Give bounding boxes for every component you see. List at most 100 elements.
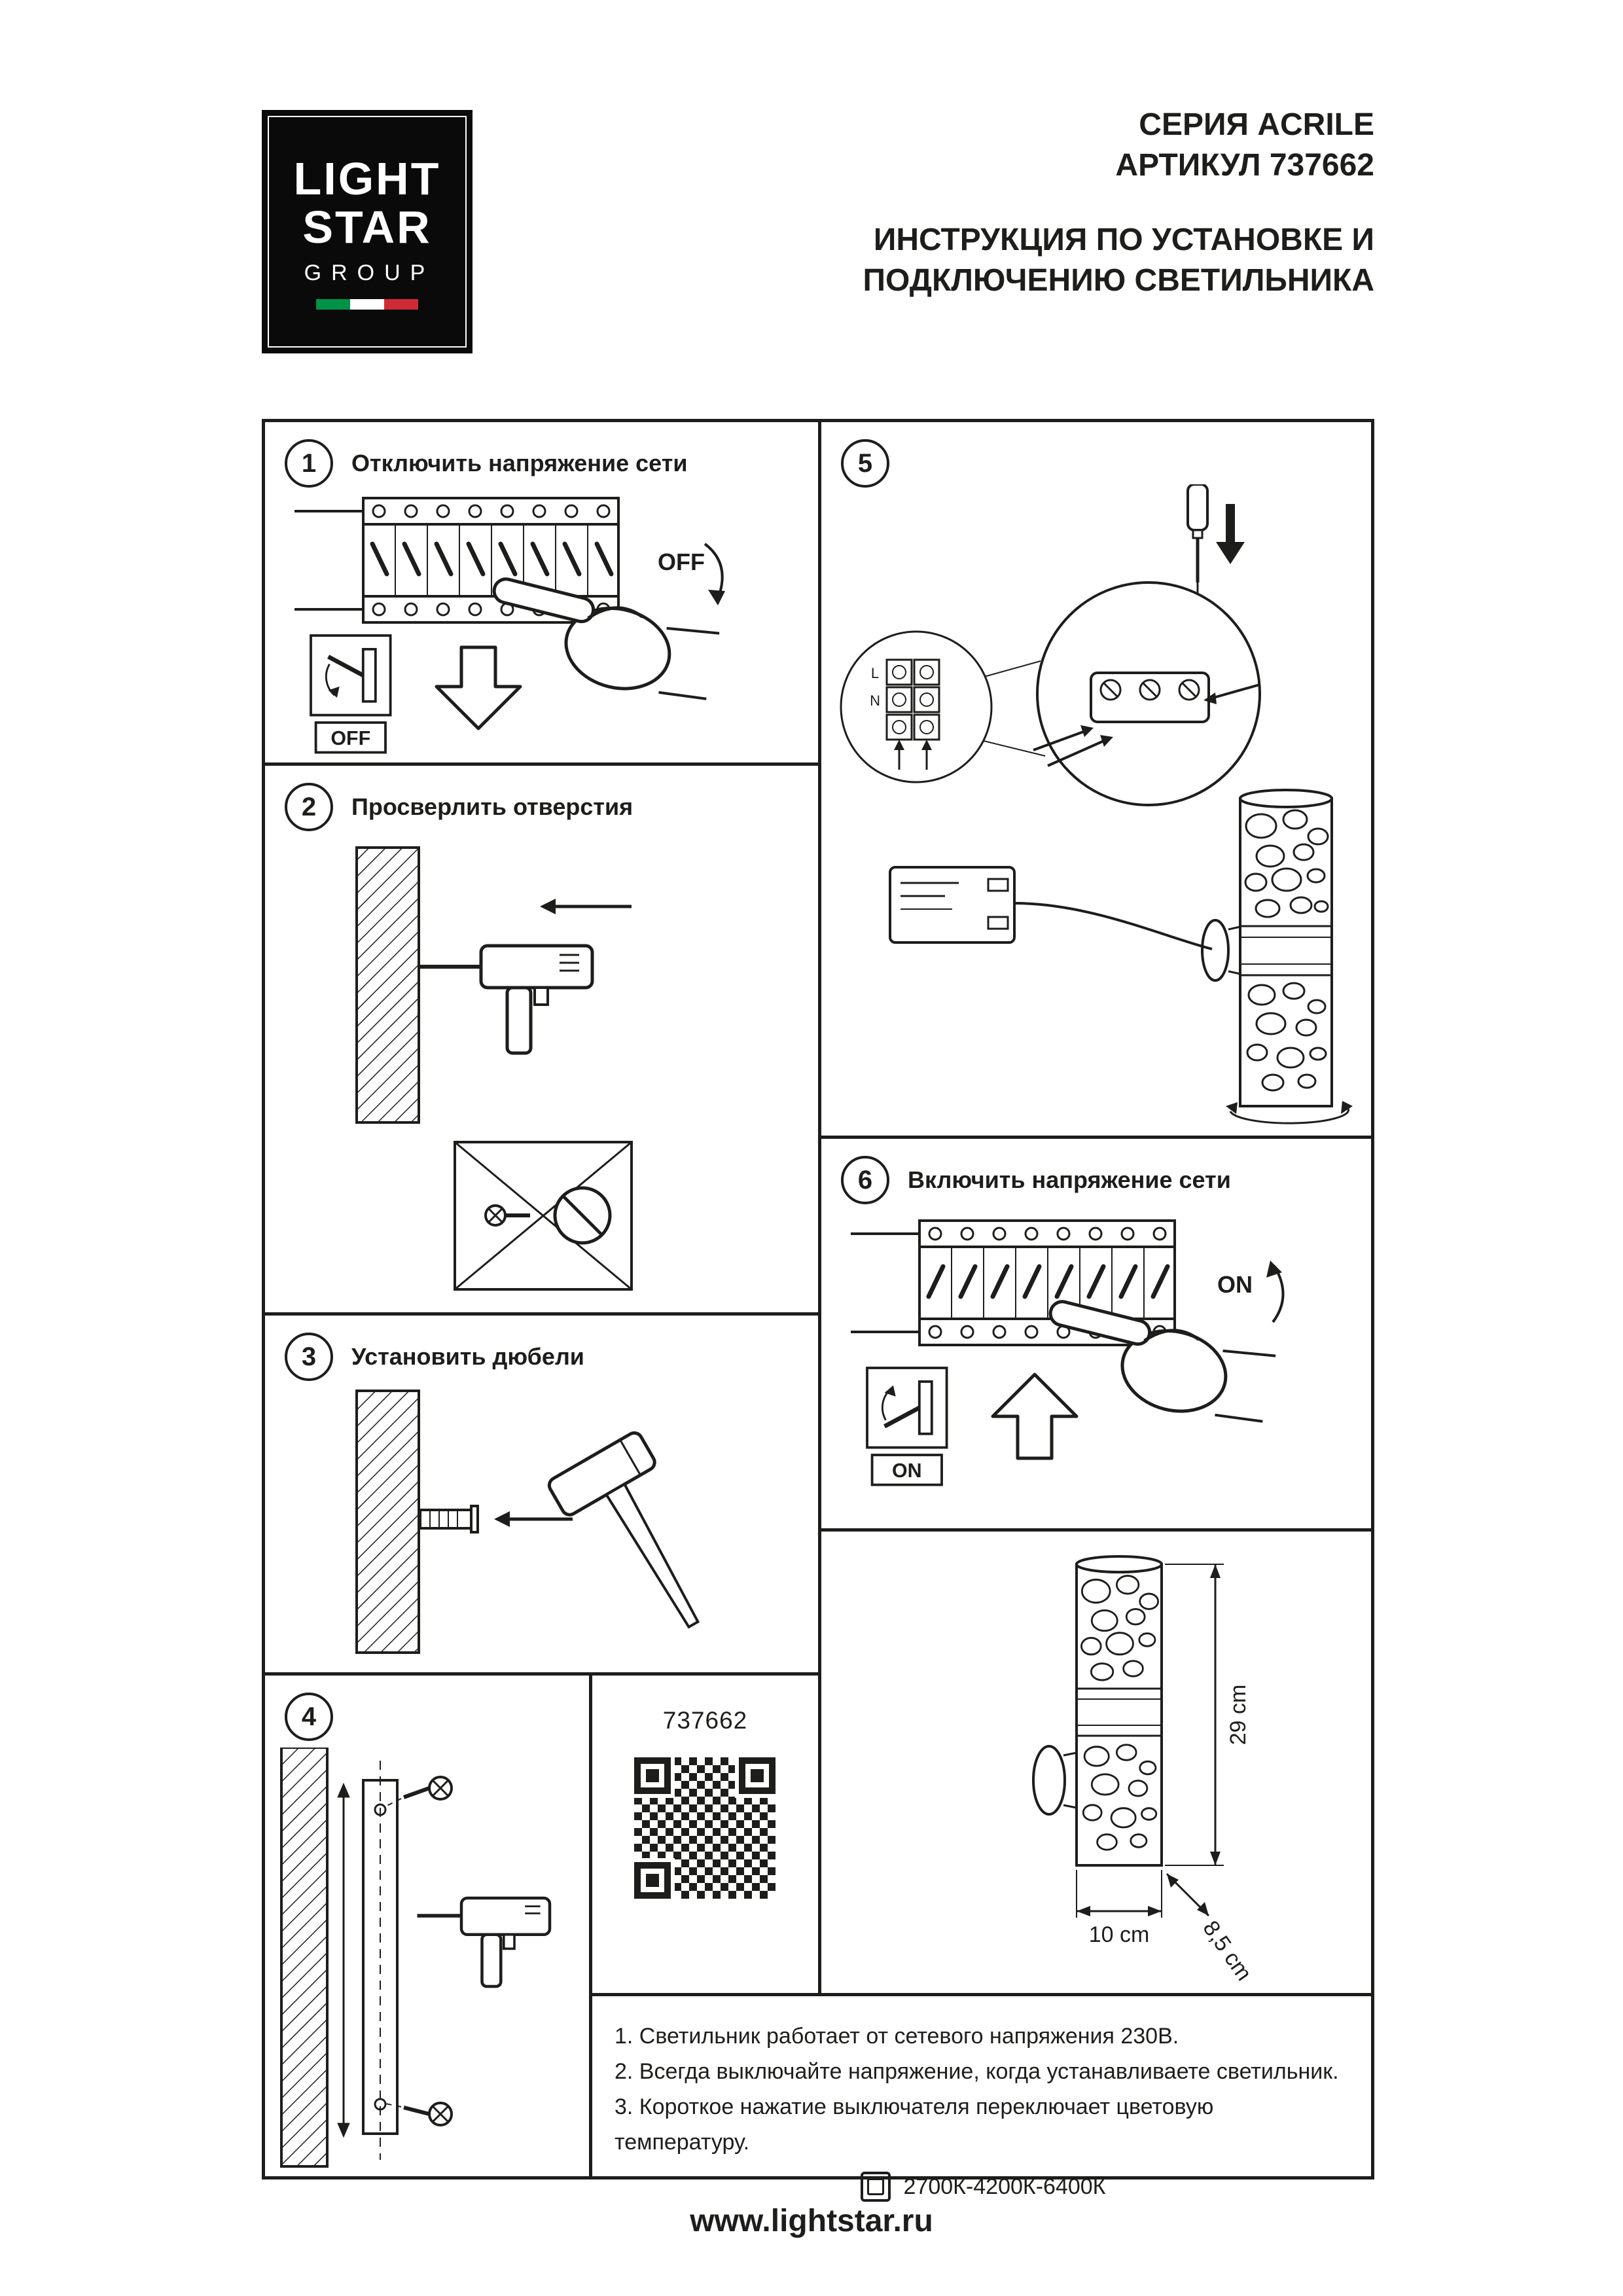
height-dimension: 29 cm [1165,1564,1251,1866]
step-6-title: Включить напряжение сети [908,1166,1231,1193]
qr-article-number: 737662 [662,1707,748,1734]
wall-plate-icon [1201,919,1241,982]
breaker-levers-off [370,541,614,577]
step-6-panel: 6 Включить напряжение сети [818,1136,1374,1532]
switch-on-label: ON [892,1460,922,1482]
step-3-title: Установить дюбели [351,1343,584,1370]
logo-text-group: GROUP [304,260,435,285]
terminal-block-icon [1033,672,1260,767]
wire-n-label: N [870,692,880,709]
zoom-circle-large [1036,581,1261,806]
step-6-number: 6 [841,1156,889,1204]
width-label: 10 cm [1089,1922,1150,1947]
bracket-mounting-diagram [280,1748,552,2168]
logo-text-light: LIGHT [293,152,441,204]
color-temperature-row: 2700К-4200К-6400К [615,2172,1351,2202]
dowel-icon [419,1505,479,1534]
screw-bottom-icon [385,2102,453,2126]
step-5-panel: 5 [818,419,1374,1139]
wiring-diagram: L N [840,484,1353,1124]
screwdriver-icon [1186,484,1209,593]
screw-icon [484,1204,530,1227]
step-1-title: Отключить напряжение сети [351,450,688,476]
lamp-illustration [1032,1555,1163,1867]
wall-section [355,846,420,1124]
drill-icon [419,944,594,1055]
switch-off-label: OFF [330,727,370,749]
qr-finder-bottom-left [634,1862,671,1899]
step-4-number: 4 [285,1693,333,1741]
flag-white [350,298,384,310]
website-url: www.lightstar.ru [690,2204,933,2238]
qr-code [634,1757,776,1899]
dowel-diagram [355,1390,700,1654]
terminal-front-view: L N [870,658,940,770]
down-arrow-icon [435,645,522,730]
driver-box-icon [889,866,1016,944]
lamp-illustration [1201,789,1333,1107]
wall-section [280,1748,329,2168]
dimensions-diagram: 29 cm 10 cm 8,5 cm [1032,1555,1257,1985]
pointing-hand-icon [492,577,720,700]
color-temperature-values: 2700К-4200К-6400К [903,2174,1106,2199]
down-arrow-solid-icon [1216,504,1245,564]
note-line-2: 2. Всегда выключайте напряжение, когда у… [615,2059,1339,2084]
breaker-off-label: OFF [658,548,705,575]
pointing-hand-icon [1048,1300,1276,1423]
mounting-plate [362,1761,399,2160]
step-2-panel: 2 Просверлить отверстия [262,762,821,1316]
step-2-number: 2 [285,783,333,831]
note-line-3: 3. Короткое нажатие выключателя переключ… [615,2094,1214,2155]
rotation-arrow-icon [1226,1101,1353,1124]
circuit-breaker-icon [294,497,620,624]
breaker-on-diagram: ON ON [851,1219,1285,1486]
breaker-levers-on [926,1264,1170,1299]
wall-switch-off-icon: OFF [310,634,392,754]
wall-switch-on-icon: ON [866,1367,948,1486]
no-drill-area-diagram [454,1141,633,1291]
qr-finder-top-right [739,1757,776,1794]
depth-dimension: 8,5 cm [1166,1873,1257,1985]
rotate-arrow-icon [704,543,725,605]
logo-text-star: STAR [302,201,432,253]
notes-panel: 1. Светильник работает от сетевого напря… [589,1993,1374,2202]
vertical-align-arrow [337,1782,350,2138]
pebble-pattern-top [1244,809,1329,918]
flag-green [316,298,350,310]
screw-top-icon [385,1776,453,1807]
step-4-panel: 4 [262,1672,592,2179]
rotate-arrow-icon [1266,1261,1285,1323]
wall-section [355,1390,420,1654]
pebble-pattern-bottom [1246,982,1327,1092]
wire-l-label: L [871,665,879,681]
color-temperature-icon [860,2172,891,2202]
step-3-number: 3 [285,1333,333,1381]
left-arrow-icon [540,899,632,914]
header: СЕРИЯ ACRILE АРТИКУЛ 737662 ИНСТРУКЦИЯ П… [863,105,1374,301]
hammer-icon [547,1431,700,1629]
breaker-off-diagram: OFF OFF [294,497,725,754]
step-1-number: 1 [285,439,333,488]
drill-icon [417,1896,552,1988]
depth-label: 8,5 cm [1198,1916,1257,1985]
article-number: АРТИКУЛ 737662 [1115,148,1374,183]
step-5-number: 5 [841,439,889,488]
document-title: ИНСТРУКЦИЯ ПО УСТАНОВКЕ И ПОДКЛЮЧЕНИЮ СВ… [863,220,1374,301]
driver-wire [1014,902,1213,950]
prohibition-icon [553,1186,612,1245]
qr-panel: 737662 [589,1672,821,1996]
zoom-circle-small [840,630,993,783]
series-name: СЕРИЯ ACRILE [1139,107,1374,142]
title-line-1: ИНСТРУКЦИЯ ПО УСТАНОВКЕ И [873,223,1374,257]
dimensions-panel: 29 cm 10 cm 8,5 cm [818,1528,1374,1996]
wall-plate-icon [1032,1745,1077,1816]
step-2-title: Просверлить отверстия [351,793,633,820]
lightstar-logo: LIGHT STAR GROUP [262,110,473,353]
drilling-diagram [355,846,633,1291]
italian-flag-icon [316,298,418,310]
breaker-on-label: ON [1217,1271,1253,1298]
left-arrow-icon [494,1511,573,1527]
height-label: 29 cm [1226,1685,1251,1746]
note-line-1: 1. Светильник работает от сетевого напря… [615,2024,1179,2049]
